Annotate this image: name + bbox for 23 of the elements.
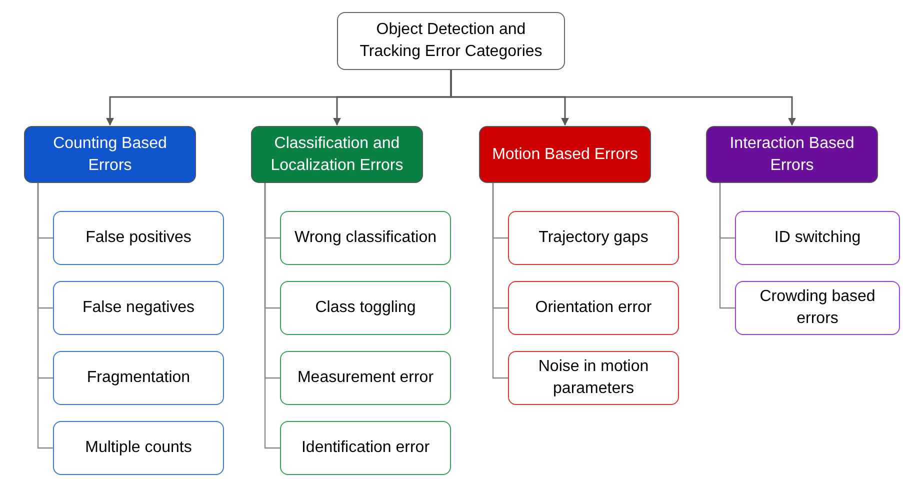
error-type-box: Wrong classification — [280, 211, 451, 265]
category-box: Interaction Based Errors — [706, 126, 878, 183]
error-type-box: Noise in motion parameters — [508, 351, 679, 405]
connector-line — [264, 183, 280, 449]
error-type-box: Multiple counts — [53, 421, 224, 475]
error-type-box: Measurement error — [280, 351, 451, 405]
root-box: Object Detection and Tracking Error Categories — [337, 12, 565, 70]
error-type-box: Orientation error — [508, 281, 679, 335]
connector-line — [719, 183, 735, 309]
category-box: Motion Based Errors — [479, 126, 651, 183]
category-box: Classification and Localization Errors — [251, 126, 423, 183]
connector-line — [37, 183, 53, 449]
error-type-box: Crowding based errors — [735, 281, 900, 335]
error-type-box: Identification error — [280, 421, 451, 475]
error-type-box: Trajectory gaps — [508, 211, 679, 265]
error-type-box: False positives — [53, 211, 224, 265]
connector-line — [492, 183, 508, 379]
error-type-box: False negatives — [53, 281, 224, 335]
error-type-box: Fragmentation — [53, 351, 224, 405]
category-box: Counting Based Errors — [24, 126, 196, 183]
error-type-box: Class toggling — [280, 281, 451, 335]
error-type-box: ID switching — [735, 211, 900, 265]
arrow — [450, 70, 796, 126]
